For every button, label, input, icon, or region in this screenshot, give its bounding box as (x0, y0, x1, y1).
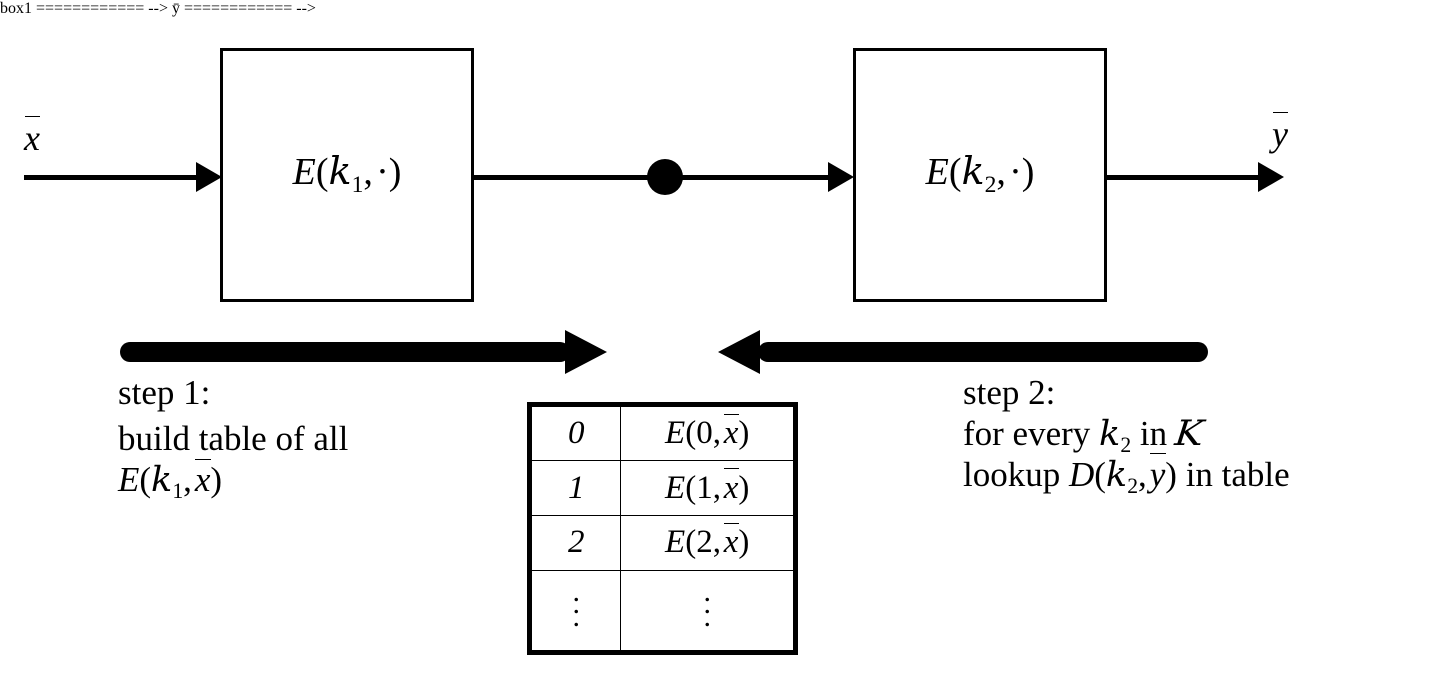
second-encryption-label: E(k2, ·) (925, 149, 1035, 198)
step-2-line-2-mid: in (1131, 414, 1176, 454)
key-space-symbol: K (1172, 414, 1206, 455)
input-wire (24, 175, 202, 180)
step-1-line-1: step 1: (118, 373, 211, 412)
output-wire (1107, 175, 1263, 180)
input-label-xbar: x (24, 116, 41, 158)
table-cell-value: E(0, x) (620, 407, 793, 462)
step-1-line-2: build table of all (118, 419, 349, 459)
table-row: 0 E(0, x) (532, 407, 793, 462)
step-1-caption: step 1: build table of all E(k1, x) (118, 370, 348, 503)
input-arrowhead-icon (196, 162, 222, 192)
table-row: 1 E(1, x) (532, 460, 793, 516)
step-2-arrowhead-icon (718, 330, 760, 374)
table-cell-key: 1 (532, 460, 622, 516)
first-encryption-block[interactable]: E(k1, ·) (220, 48, 480, 308)
step-1-arrowhead-icon (565, 330, 607, 374)
step-2-line-3-suffix: in table (1176, 454, 1290, 494)
step-2-line-1: step 2: (963, 373, 1056, 412)
table-cell-value: E(2, x) (620, 514, 793, 571)
table-cell-key-ellipsis: ... (532, 569, 622, 650)
table-row: 2 E(2, x) (532, 514, 793, 571)
table-cell-key: 2 (532, 514, 622, 571)
step-2-caption: step 2: for every k2 in K lookup D(k2, y… (963, 370, 1290, 497)
step-2-line-3: lookup D(k2, y) in table (963, 453, 1290, 498)
step-2-line-3-prefix: lookup (963, 454, 1069, 494)
step-2-line-2: for every k2 in K (963, 414, 1206, 458)
table-row: ... ... (532, 569, 793, 650)
first-encryption-label: E(k1, ·) (292, 149, 402, 198)
second-encryption-block[interactable]: E(k2, ·) (853, 48, 1113, 308)
step-2-arrow-shaft (758, 342, 1208, 362)
step-1-line-3: E(k1, x) (118, 458, 223, 504)
step-2-line-2-prefix: for every (963, 414, 1100, 454)
second-block-arrowhead-icon (828, 162, 854, 192)
table-cell-value-ellipsis: ... (620, 569, 793, 650)
output-label-ybar: y (1272, 112, 1289, 154)
intermediate-value-dot-icon (647, 159, 683, 195)
output-arrowhead-icon (1258, 162, 1284, 192)
table-cell-key: 0 (532, 407, 622, 462)
table-cell-value: E(1, x) (620, 460, 793, 516)
step-1-arrow-shaft (120, 342, 570, 362)
precomputed-lookup-table[interactable]: 0 E(0, x) 1 E(1, x) 2 E(2, x) (527, 402, 798, 655)
